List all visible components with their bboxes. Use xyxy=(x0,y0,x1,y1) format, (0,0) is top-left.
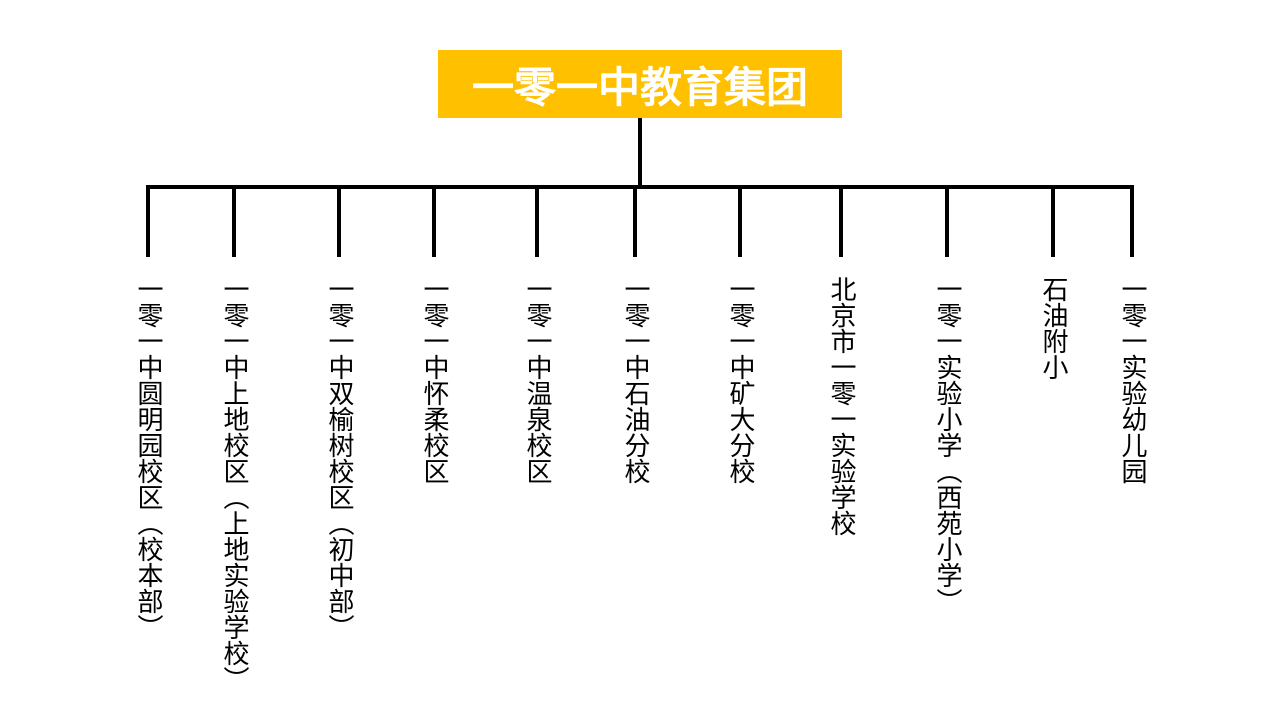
title-box: 一零一中教育集团 xyxy=(438,50,842,118)
branch-label-10: 石油附小 xyxy=(1038,276,1068,380)
branch-connector-3 xyxy=(337,185,341,257)
branch-connector-4 xyxy=(432,185,436,257)
branch-connector-5 xyxy=(535,185,539,257)
branch-connector-11 xyxy=(1130,185,1134,257)
horizontal-connector xyxy=(146,185,1134,189)
branch-connector-8 xyxy=(839,185,843,257)
branch-label-4: 一零一中怀柔校区 xyxy=(419,276,449,484)
branch-connector-2 xyxy=(232,185,236,257)
branch-label-9: 一零一实验小学（西苑小学） xyxy=(932,276,962,614)
branch-label-11: 一零一实验幼儿园 xyxy=(1117,276,1147,484)
branch-connector-10 xyxy=(1051,185,1055,257)
trunk-connector xyxy=(638,118,642,188)
branch-label-7: 一零一中矿大分校 xyxy=(725,276,755,484)
chart-title: 一零一中教育集团 xyxy=(471,62,808,112)
branch-label-8: 北京市一零一实验学校 xyxy=(826,276,856,536)
branch-label-1: 一零一中圆明园校区（校本部） xyxy=(133,276,163,640)
branch-label-2: 一零一中上地校区（上地实验学校） xyxy=(219,276,249,692)
branch-connector-7 xyxy=(738,185,742,257)
branch-label-3: 一零一中双榆树校区（初中部） xyxy=(324,276,354,640)
branch-label-5: 一零一中温泉校区 xyxy=(522,276,552,484)
branch-connector-9 xyxy=(945,185,949,257)
branch-label-6: 一零一中石油分校 xyxy=(620,276,650,484)
branch-connector-6 xyxy=(633,185,637,257)
branch-connector-1 xyxy=(146,185,150,257)
